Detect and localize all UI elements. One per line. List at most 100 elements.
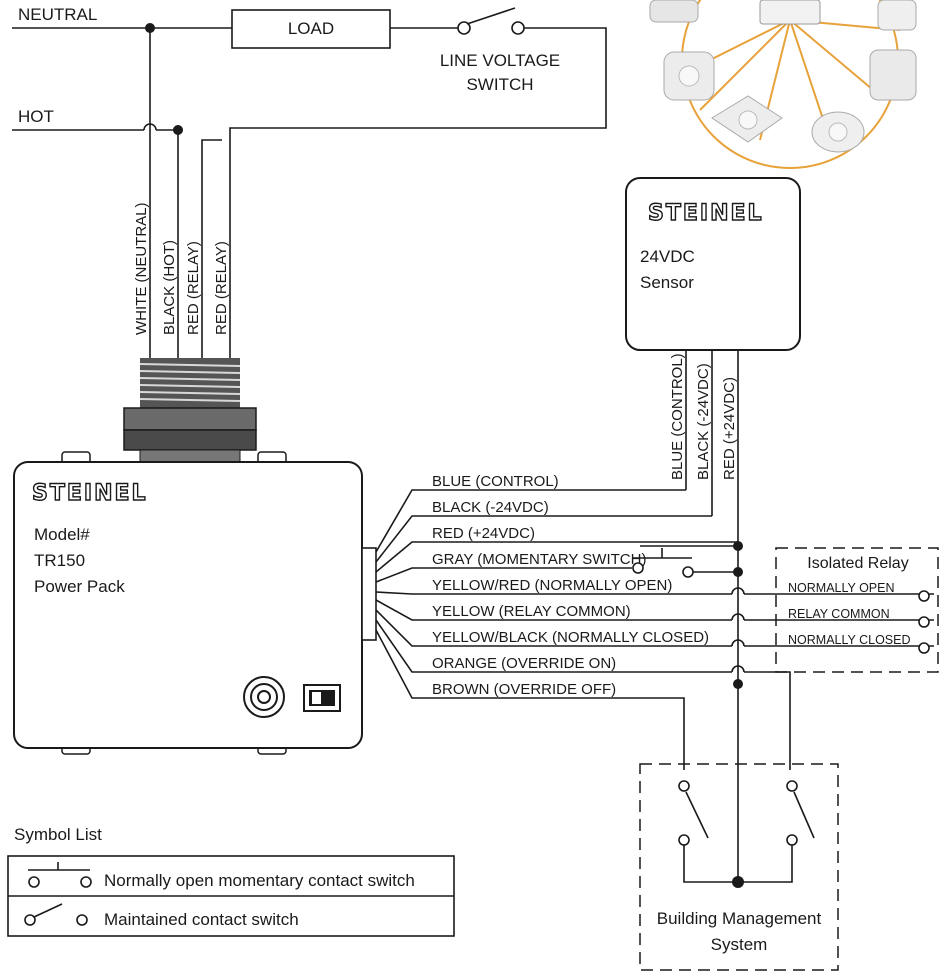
output-wire-label: ORANGE (OVERRIDE ON) [432, 655, 616, 672]
thread-line [139, 370, 241, 374]
bms-common-dot [732, 876, 744, 888]
momentary-symbol-icon [28, 876, 40, 888]
symbol-list: Symbol List Normally open momentary cont… [7, 825, 455, 937]
mains-wiring: NEUTRAL LOAD LINE VOLTAGE SWITCH HOT [12, 5, 607, 360]
brown-override-off-wire [375, 629, 685, 770]
hot-label: HOT [18, 107, 54, 126]
output-wire-label: BLUE (CONTROL) [432, 473, 559, 490]
sensor-lead-label: BLUE (CONTROL) [669, 353, 686, 480]
photo-sensor [869, 49, 917, 101]
sensor: STEINEL 24VDC Sensor BLUE (CONTROL) BLAC… [625, 177, 801, 480]
line-switch-contact-left [457, 21, 471, 35]
relay-terminal-label: RELAY COMMON [788, 607, 890, 621]
model-label: Model# [34, 525, 90, 544]
lock-nut-upper [123, 407, 257, 431]
thread-line [139, 377, 241, 381]
thread-line [139, 398, 241, 402]
sensor-voltage-label: 24VDC [640, 247, 695, 266]
isolated-relay: Isolated Relay NORMALLY OPEN RELAY COMMO… [775, 547, 939, 673]
sensor-lead-label: RED (+24VDC) [721, 377, 738, 480]
photo-sensor [877, 0, 917, 31]
bms-switch-contact [786, 834, 798, 846]
slide-switch-knob [312, 692, 321, 704]
bus-junction-dot [733, 679, 743, 689]
photo-ring-spoke [789, 19, 886, 101]
thread-line [139, 384, 241, 388]
wire-grommet [361, 547, 377, 641]
bms-label-2: System [711, 935, 768, 954]
output-wire-label: RED (+24VDC) [432, 525, 535, 542]
bus-crossovers [731, 587, 745, 678]
sensor-lead-label: BLACK (-24VDC) [695, 363, 712, 480]
maintained-symbol-contact [76, 914, 88, 926]
bms-switch-contact [678, 834, 690, 846]
load-box [231, 9, 391, 49]
relay-terminal-label: NORMALLY OPEN [788, 581, 895, 595]
lock-nut-lower [123, 429, 257, 451]
bms-label-mask [650, 904, 828, 960]
momentary-switch [632, 541, 743, 578]
bms-switch-blade [793, 791, 815, 839]
model-description: Power Pack [34, 577, 125, 596]
yellow-black-nc-wire [375, 609, 934, 647]
sensor-products-photo [649, 0, 917, 169]
photo-ring-spoke [699, 19, 791, 111]
photo-sensor-lens [738, 110, 758, 130]
photo-sensor-lens [828, 122, 848, 142]
load-label: LOAD [288, 19, 334, 38]
nipple-threads [139, 363, 241, 402]
bms-label-1: Building Management [657, 909, 822, 928]
output-wire-label: BLACK (-24VDC) [432, 499, 549, 516]
blue-control-wire [375, 489, 686, 553]
symbol-description: Normally open momentary contact switch [104, 871, 415, 890]
lead-label: RED (RELAY) [213, 241, 230, 335]
output-wire-fan: BLUE (CONTROL) BLACK (-24VDC) RED (+24VD… [375, 473, 934, 770]
momentary-contact-right [682, 566, 694, 578]
line-switch-contact-right [511, 21, 525, 35]
red-pos-wire [375, 541, 738, 573]
power-pack-lead-labels: WHITE (NEUTRAL) BLACK (HOT) RED (RELAY) … [133, 203, 230, 336]
power-pack: STEINEL Model# TR150 Power Pack [13, 451, 377, 755]
photo-ring [681, 0, 901, 169]
lead-label: WHITE (NEUTRAL) [133, 203, 150, 336]
output-wire-label: YELLOW/RED (NORMALLY OPEN) [432, 577, 672, 594]
black-neg-wire [375, 515, 712, 563]
output-wire-label: GRAY (MOMENTARY SWITCH) [432, 551, 646, 568]
neutral-label: NEUTRAL [18, 5, 97, 24]
threaded-nipple [123, 358, 257, 463]
power-pack-brand-logo: STEINEL [32, 481, 148, 506]
symbol-description: Maintained contact switch [104, 910, 299, 929]
maintained-symbol-blade [33, 903, 63, 918]
isolated-relay-title: Isolated Relay [807, 555, 908, 572]
thread-line [139, 391, 241, 395]
red-relay-lead [201, 139, 222, 360]
sensor-type-label: Sensor [640, 273, 694, 292]
bus-junction-dot [733, 567, 743, 577]
gray-momentary-wire [375, 567, 632, 583]
thread-line [139, 363, 241, 367]
maintained-symbol-icon [24, 914, 36, 926]
sensor-housing [625, 177, 801, 351]
bms-switch-contact [678, 780, 690, 792]
sensor-brand-logo: STEINEL [648, 201, 764, 226]
output-wire-label: YELLOW (RELAY COMMON) [432, 603, 631, 620]
bms-switch-contact [786, 780, 798, 792]
model-number: TR150 [34, 551, 85, 570]
bus-junction-dot [733, 541, 743, 551]
yellow-red-no-wire [375, 591, 934, 595]
relay-terminal-icon [918, 642, 930, 654]
line-switch-blade [466, 7, 516, 25]
momentary-contact-left [632, 562, 644, 574]
lead-label: RED (RELAY) [185, 241, 202, 335]
line-voltage-switch-label-1: LINE VOLTAGE [440, 51, 560, 70]
photo-power-pack [759, 0, 821, 25]
relay-title-mask [786, 552, 910, 574]
relay-terminal-icon [918, 590, 930, 602]
relay-terminal-label: NORMALLY CLOSED [788, 633, 911, 647]
line-voltage-switch-label-2: SWITCH [466, 75, 533, 94]
building-management-system: Building Management System [639, 679, 839, 971]
bms-frame [639, 763, 839, 971]
output-wire-label: BROWN (OVERRIDE OFF) [432, 681, 616, 698]
output-wire-label: YELLOW/BLACK (NORMALLY CLOSED) [432, 629, 709, 646]
